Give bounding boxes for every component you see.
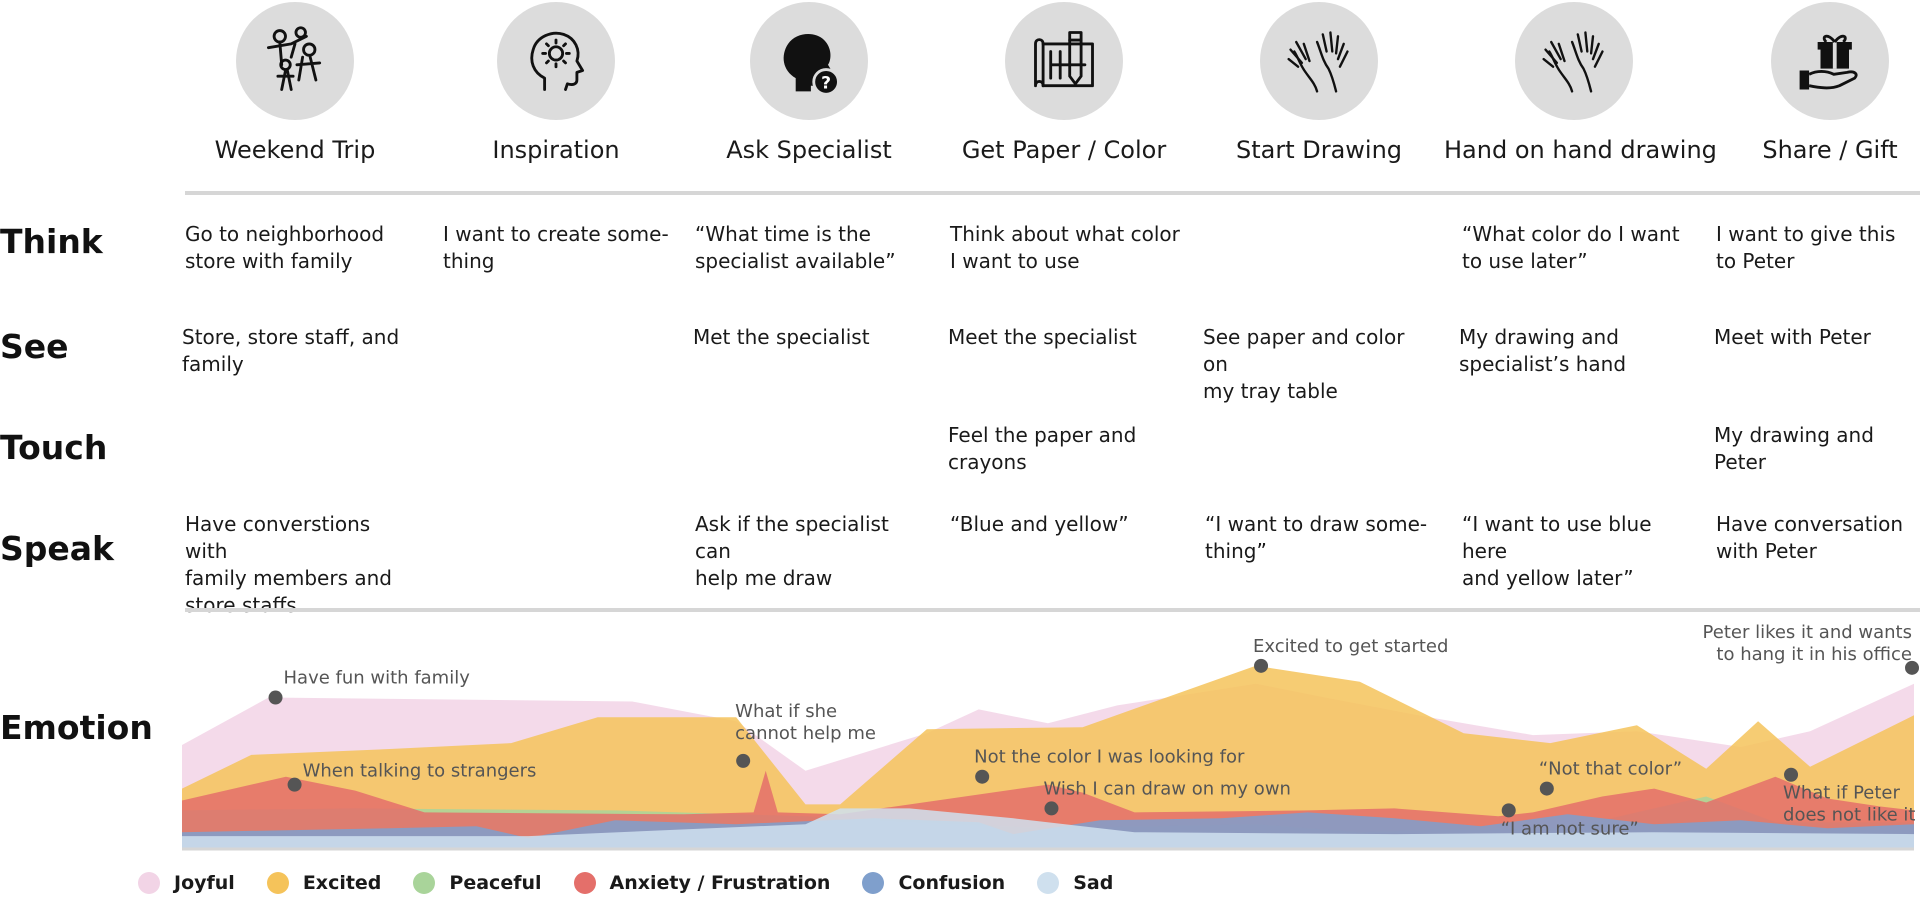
see-cell-ask-specialist: Met the specialist — [693, 325, 870, 349]
speak-cell-ask-specialist: Ask if the specialist can help me draw — [695, 512, 889, 590]
touch-cell-get-paper-color: Feel the paper and crayons — [948, 423, 1137, 474]
legend-swatch-joyful — [138, 872, 160, 894]
legend-item-anxiety: Anxiety / Frustration — [573, 872, 831, 894]
speak-cell-weekend-trip: Have converstions with family members an… — [185, 512, 392, 617]
stage-icon-inspiration — [497, 2, 615, 120]
legend-swatch-confusion — [862, 872, 885, 894]
emotion-marker — [287, 777, 302, 792]
think-cell-share-gift: I want to give this to Peter — [1716, 222, 1896, 273]
stage-icon-hand-on-hand — [1515, 2, 1633, 120]
speak-cell-get-paper-color: “Blue and yellow” — [950, 512, 1129, 536]
svg-text:?: ? — [821, 74, 831, 94]
emotion-annotation: Have fun with family — [284, 668, 471, 689]
legend-label-anxiety: Anxiety / Frustration — [609, 872, 831, 894]
stage-title-start-drawing: Start Drawing — [1235, 136, 1403, 164]
legend-swatch-anxiety — [573, 872, 596, 894]
area-excited — [182, 665, 1914, 848]
see-cell-weekend-trip: Store, store staff, and family — [182, 325, 400, 376]
stage-title-share-gift: Share / Gift — [1762, 136, 1898, 164]
gift-hand-icon — [1799, 34, 1858, 90]
emotion-marker — [1044, 801, 1059, 816]
emotion-marker — [268, 690, 283, 705]
row-label-think: Think — [0, 222, 103, 261]
emotion-marker — [975, 769, 990, 784]
legend-swatch-peaceful — [413, 872, 436, 894]
legend-label-sad: Sad — [1073, 872, 1114, 894]
paper-pencil-icon — [1034, 31, 1094, 88]
row-label-touch: Touch — [0, 428, 108, 467]
legend-item-peaceful: Peaceful — [413, 872, 542, 894]
stage-title-get-paper-color: Get Paper / Color — [961, 136, 1167, 164]
speak-cell-hand-on-hand: “I want to use blue here and yellow late… — [1462, 512, 1652, 590]
legend-label-peaceful: Peaceful — [449, 872, 542, 894]
area-sad — [182, 808, 1914, 848]
think-cell-hand-on-hand: “What color do I want to use later” — [1462, 222, 1680, 273]
see-cell-share-gift: Meet with Peter — [1714, 325, 1871, 349]
legend-item-joyful: Joyful — [138, 872, 235, 894]
hands-icon — [1542, 31, 1604, 93]
emotion-marker — [1539, 781, 1554, 796]
emotion-marker — [1905, 660, 1919, 675]
think-cell-inspiration: I want to create some- thing — [443, 222, 669, 273]
row-label-emotion: Emotion — [0, 708, 153, 747]
stage-title-hand-on-hand: Hand on hand drawing — [1444, 136, 1717, 164]
emotion-marker — [1254, 658, 1269, 673]
emotion-marker — [1501, 803, 1516, 818]
see-cell-hand-on-hand: My drawing and specialist’s hand — [1459, 325, 1627, 376]
question-head-icon: ? — [783, 34, 840, 96]
emotion-annotation: “I am not sure” — [1501, 818, 1639, 839]
legend-swatch-sad — [1037, 872, 1060, 894]
think-cell-weekend-trip: Go to neighborhood store with family — [185, 222, 385, 273]
legend-item-sad: Sad — [1037, 872, 1113, 894]
emotion-annotation: Excited to get started — [1253, 636, 1448, 657]
header-divider — [185, 191, 1920, 195]
legend-label-excited: Excited — [302, 872, 382, 894]
see-cell-get-paper-color: Meet the specialist — [948, 325, 1137, 349]
emotion-annotation: Wish I can draw on my own — [1043, 778, 1291, 799]
family-icon — [266, 26, 322, 91]
hands-icon — [1287, 31, 1349, 93]
legend-label-confusion: Confusion — [898, 872, 1006, 894]
legend-swatch-excited — [266, 872, 289, 894]
emotion-annotation: “Not that color” — [1539, 759, 1682, 780]
emotion-annotation: When talking to strangers — [303, 761, 537, 782]
emotion-marker — [1784, 767, 1799, 782]
legend-item-excited: Excited — [266, 872, 382, 894]
stage-icon-weekend-trip — [236, 2, 354, 120]
legend-label-joyful: Joyful — [174, 872, 235, 894]
chart-legend: Joyful Excited Peaceful Anxiety / Frustr… — [138, 872, 1145, 894]
stage-title-inspiration: Inspiration — [492, 136, 620, 164]
stage-title-ask-specialist: Ask Specialist — [726, 136, 892, 164]
stage-icon-start-drawing — [1260, 2, 1378, 120]
touch-cell-share-gift: My drawing and Peter — [1714, 423, 1874, 474]
stage-icon-ask-specialist: ? — [750, 2, 868, 120]
row-label-speak: Speak — [0, 529, 114, 568]
think-cell-ask-specialist: “What time is the specialist available” — [695, 222, 896, 273]
stage-icon-share-gift — [1771, 2, 1889, 120]
speak-cell-start-drawing: “I want to draw some- thing” — [1205, 512, 1428, 563]
stage-title-weekend-trip: Weekend Trip — [214, 136, 376, 164]
stage-icon-get-paper-color — [1005, 2, 1123, 120]
emotion-divider — [185, 608, 1920, 612]
see-cell-start-drawing: See paper and color on my tray table — [1203, 325, 1405, 403]
think-cell-get-paper-color: Think about what color I want to use — [950, 222, 1180, 273]
legend-item-confusion: Confusion — [862, 872, 1005, 894]
emotion-marker — [736, 753, 751, 768]
speak-cell-share-gift: Have conversation with Peter — [1716, 512, 1904, 563]
row-label-see: See — [0, 327, 69, 366]
idea-head-icon — [530, 31, 585, 91]
emotion-annotation: Not the color I was looking for — [974, 747, 1245, 768]
